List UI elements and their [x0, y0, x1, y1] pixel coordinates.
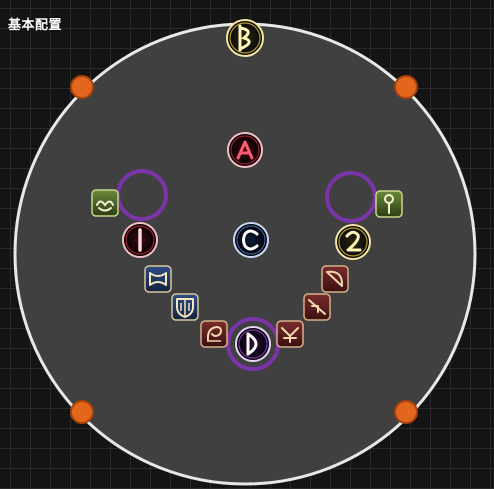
- scholar-job-icon[interactable]: [91, 189, 119, 217]
- astrologian-job-icon[interactable]: [375, 190, 403, 218]
- waymark-b-icon[interactable]: [226, 19, 264, 57]
- waymark-c-icon[interactable]: [233, 222, 269, 258]
- waymark-a-icon[interactable]: [227, 132, 263, 168]
- board-title: 基本配置: [8, 18, 63, 33]
- waymark-2-icon[interactable]: [335, 224, 371, 260]
- waymark-1-icon[interactable]: [122, 222, 158, 258]
- machinist-job-icon[interactable]: [303, 293, 331, 321]
- bard-job-icon[interactable]: [321, 265, 349, 293]
- reaper-job-icon[interactable]: [200, 320, 228, 348]
- corner-dot-ne[interactable]: [394, 75, 418, 99]
- corner-dot-se[interactable]: [394, 400, 418, 424]
- sage-job-icon[interactable]: [144, 265, 172, 293]
- paladin-job-icon[interactable]: [171, 293, 199, 321]
- corner-dot-nw[interactable]: [70, 75, 94, 99]
- waymark-d-icon[interactable]: [235, 326, 271, 362]
- monk-job-icon[interactable]: [276, 320, 304, 348]
- corner-dot-sw[interactable]: [70, 400, 94, 424]
- highlight-ring-right[interactable]: [325, 171, 377, 223]
